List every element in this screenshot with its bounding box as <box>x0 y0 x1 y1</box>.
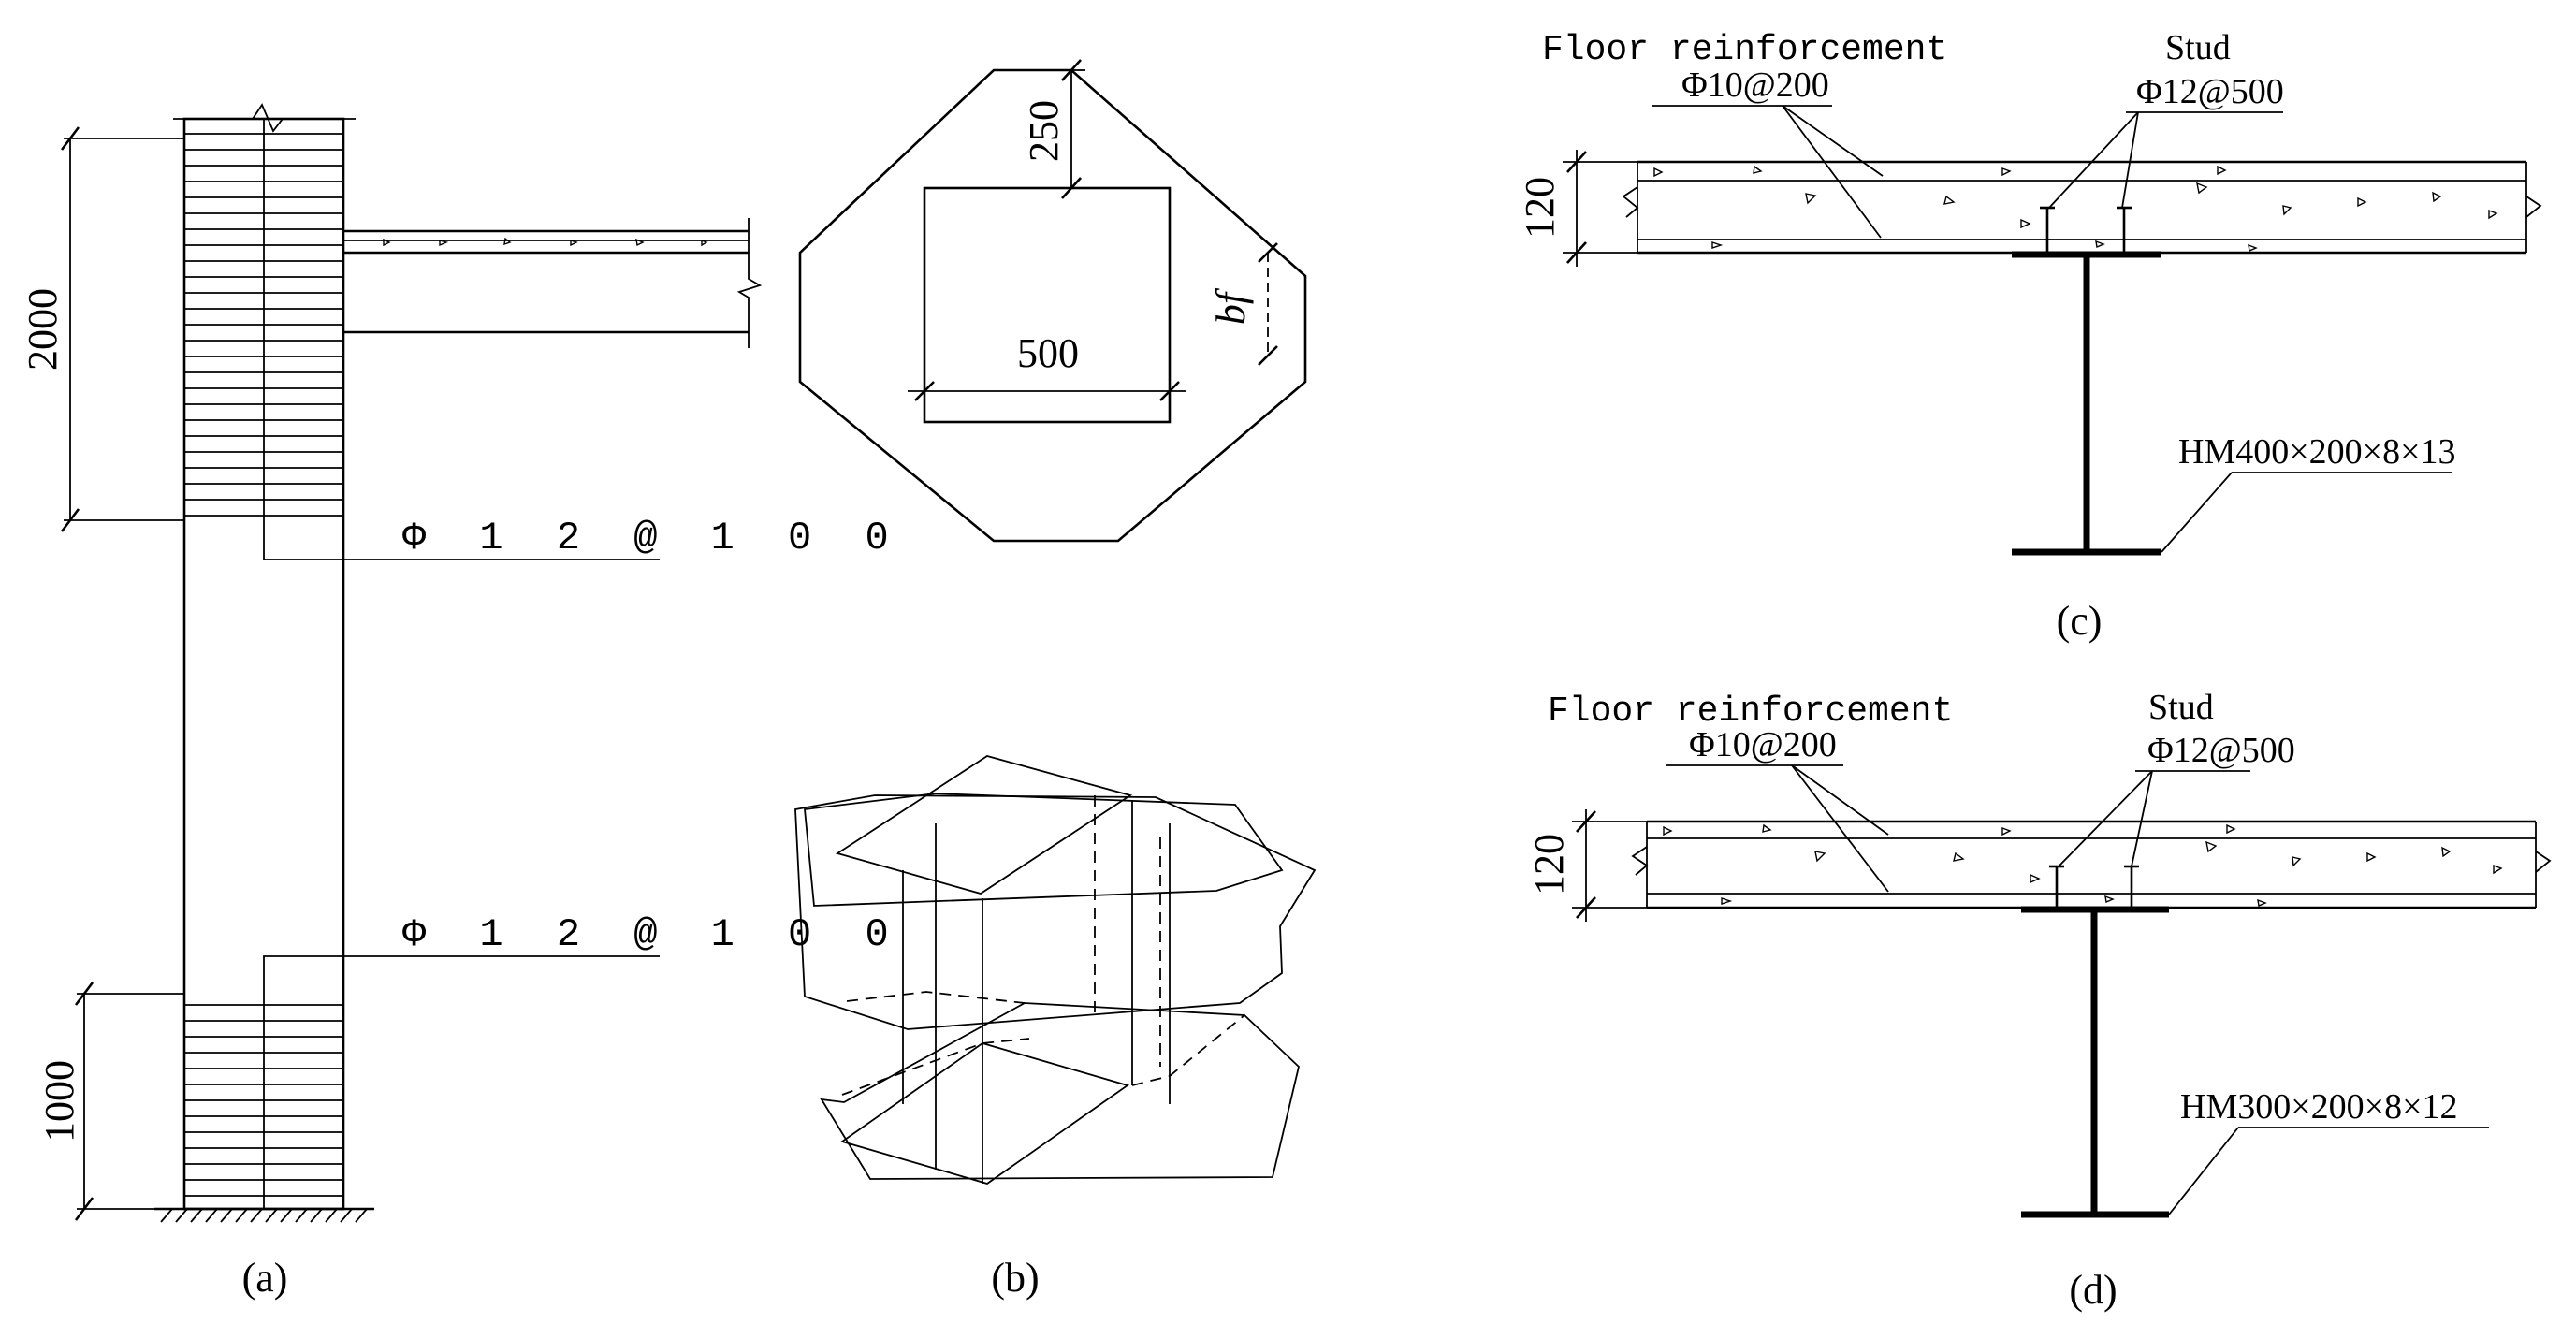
panel-d-slab-section: 120 Floor reinforcement Φ10@200 Stud Φ12… <box>1526 688 2552 1313</box>
slab-thickness-c: 120 <box>1517 177 1563 239</box>
floor-reinforcement-label-c: Floor reinforcement <box>1542 30 1947 70</box>
panel-a-column-elevation: 2000 1000 Φ 1 2 @ 1 0 0 Φ 1 2 @ 1 0 0 (a… <box>20 103 904 1301</box>
caption-b: (b) <box>991 1255 1039 1301</box>
dimension-1000-label: 1000 <box>36 1060 82 1142</box>
upper-dense-stirrups <box>184 133 343 517</box>
dimension-bf-label: bf <box>1208 287 1254 325</box>
floor-reinforcement-label-d: Floor reinforcement <box>1548 691 1953 732</box>
stud-spec-c: Φ12@500 <box>2136 72 2284 111</box>
floor-rebar-spec-c: Φ10@200 <box>1681 65 1829 105</box>
beam-section-label-d: HM300×200×8×12 <box>2180 1087 2458 1127</box>
column-square-plan <box>923 186 1172 424</box>
lower-dense-stirrups <box>184 1004 343 1197</box>
upper-rebar-leader <box>263 555 660 560</box>
joint-isometric-view <box>794 755 1317 1185</box>
panel-b-joint: 250 500 bf (b) <box>794 59 1317 1301</box>
column-break-mark <box>173 103 356 133</box>
dimension-2000 <box>60 126 184 532</box>
dimension-250-label: 250 <box>1021 100 1067 162</box>
octagon-plate-plan <box>798 68 1307 543</box>
lower-rebar-label: Φ 1 2 @ 1 0 0 <box>402 912 904 957</box>
lower-rebar-leader <box>263 955 660 964</box>
beam-section-label-c: HM400×200×8×13 <box>2178 432 2456 472</box>
concrete-aggregate-c <box>1653 165 2498 252</box>
stud-spec-d: Φ12@500 <box>2147 731 2295 770</box>
floor-rebar-spec-d: Φ10@200 <box>1689 725 1837 764</box>
dimension-2000-label: 2000 <box>20 288 65 371</box>
dimension-500-label: 500 <box>1017 330 1079 376</box>
stud-label-d: Stud <box>2148 688 2214 727</box>
stud-label-c: Stud <box>2165 28 2231 67</box>
ground-hatch <box>154 1207 374 1223</box>
slab-thickness-d: 120 <box>1526 834 1572 895</box>
concrete-aggregate-d <box>1663 823 2503 907</box>
caption-c: (c) <box>2057 598 2103 644</box>
attached-beam <box>343 218 763 348</box>
upper-rebar-label: Φ 1 2 @ 1 0 0 <box>402 516 904 560</box>
panel-c-slab-section: 120 Floor reinforcement Φ10@200 Stud Φ12… <box>1517 28 2542 644</box>
caption-d: (d) <box>2069 1267 2117 1313</box>
caption-a: (a) <box>242 1255 288 1301</box>
dimension-1000 <box>74 982 184 1221</box>
